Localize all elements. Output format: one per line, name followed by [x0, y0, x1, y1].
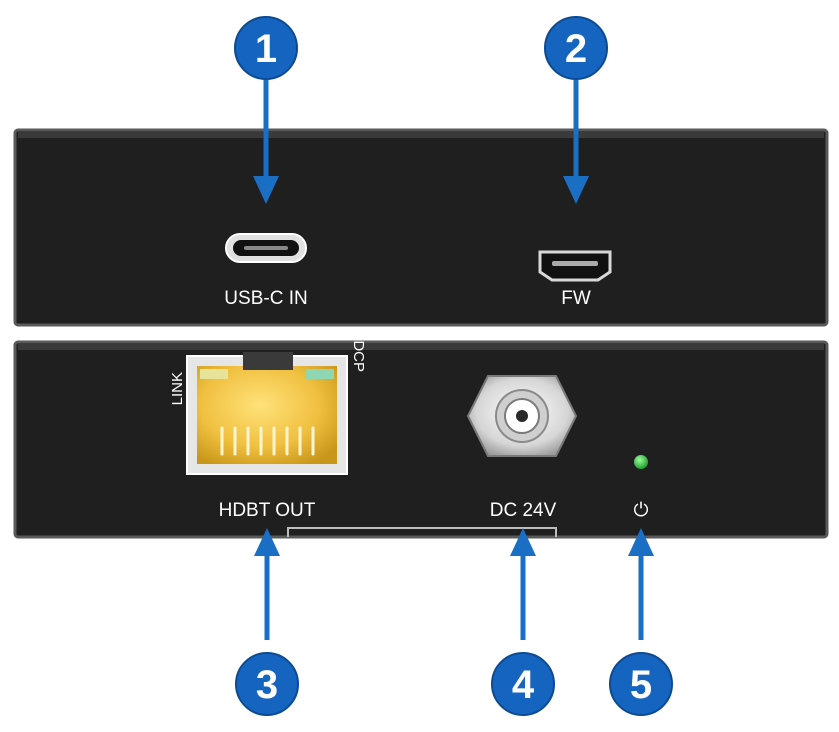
- dc-24v-label: DC 24V: [490, 500, 557, 521]
- callout-3: 3: [235, 652, 299, 716]
- power-icon: ⏻: [633, 500, 648, 521]
- callout-2-number: 2: [565, 27, 587, 71]
- dc-power-jack: [466, 375, 578, 457]
- micro-usb-port: [538, 250, 612, 282]
- callout-2: 2: [544, 16, 608, 80]
- hdcp-led: [306, 369, 334, 379]
- arrow-2: [563, 80, 589, 204]
- callout-arrows: [253, 80, 654, 640]
- callout-badges: 1 2 3 4 5: [234, 16, 673, 716]
- top-panel: USB-C IN FW: [13, 128, 829, 327]
- arrow-3: [254, 528, 280, 640]
- arrow-1: [253, 80, 279, 204]
- callout-5: 5: [609, 652, 673, 716]
- power-led: [634, 455, 648, 469]
- callout-5-number: 5: [630, 663, 652, 707]
- link-led: [200, 369, 228, 379]
- rj45-port: [186, 352, 348, 475]
- callout-4-number: 4: [512, 663, 535, 707]
- callout-1: 1: [234, 16, 298, 80]
- usb-c-in-label: USB-C IN: [224, 288, 307, 309]
- fw-label: FW: [561, 288, 591, 309]
- hdbt-out-label: HDBT OUT: [219, 500, 316, 521]
- callout-1-number: 1: [255, 27, 277, 71]
- callout-4: 4: [491, 652, 555, 716]
- arrow-5: [628, 528, 654, 640]
- arrow-4: [510, 528, 536, 640]
- callout-3-number: 3: [256, 663, 278, 707]
- hdcp-label: HDCP: [350, 329, 367, 372]
- bottom-panel: LINK HDCP HDBT OUT DC 24V ⏻: [13, 329, 829, 539]
- link-label: LINK: [169, 372, 186, 405]
- usb-c-port: [225, 233, 307, 263]
